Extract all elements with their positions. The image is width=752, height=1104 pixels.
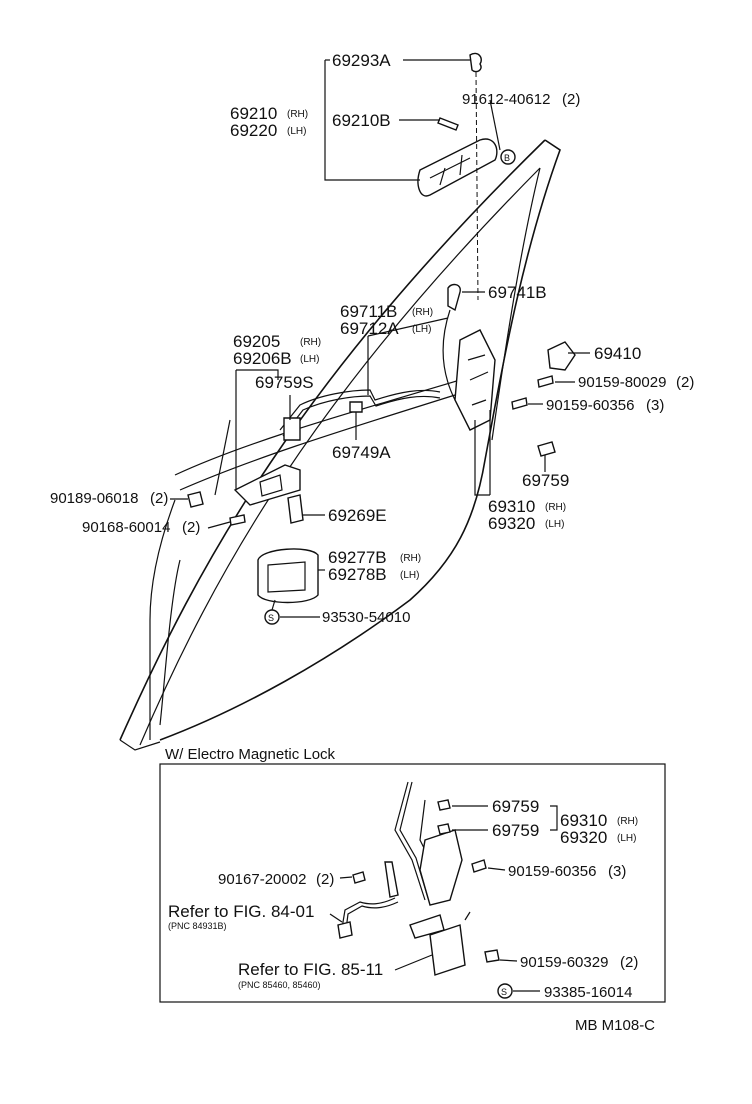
label-69711B: 69711B <box>340 302 397 321</box>
label-69310: 69310 <box>488 497 535 516</box>
label-69277B-rh: (RH) <box>400 553 421 564</box>
inset-label-90159-60329: 90159-60329 <box>520 954 608 971</box>
label-91612-40612: 91612-40612 <box>462 91 550 108</box>
label-69711B-rh: (RH) <box>412 307 433 318</box>
label-69712A: 69712A <box>340 319 399 338</box>
label-69320: 69320 <box>488 514 535 533</box>
label-69205: 69205 <box>233 332 280 351</box>
mark-S-inset: S <box>501 987 507 997</box>
label-69759: 69759 <box>522 471 569 490</box>
label-90168-qty: (2) <box>182 519 200 536</box>
label-69277B: 69277B <box>328 548 387 567</box>
label-90189-06018: 90189-06018 <box>50 490 138 507</box>
label-93530-54010: 93530-54010 <box>322 609 410 626</box>
label-69210: 69210 <box>230 104 277 123</box>
label-69310-rh: (RH) <box>545 502 566 513</box>
label-90159-60356: 90159-60356 <box>546 397 634 414</box>
label-69749A: 69749A <box>332 443 391 462</box>
inset-label-69320-lh: (LH) <box>617 833 636 844</box>
label-90159-80029-qty: (2) <box>676 374 694 391</box>
label-69278B-lh: (LH) <box>400 570 419 581</box>
label-69206B: 69206B <box>233 349 292 368</box>
label-69410: 69410 <box>594 344 641 363</box>
inset-title: W/ Electro Magnetic Lock <box>165 746 336 763</box>
inset-label-93385-16014: 93385-16014 <box>544 984 632 1001</box>
electro-magnetic-lock-inset: W/ Electro Magnetic Lock 69759 69759 693 <box>159 746 666 1003</box>
label-69210B: 69210B <box>332 111 391 130</box>
label-69759S: 69759S <box>255 373 314 392</box>
label-90189-qty: (2) <box>150 490 168 507</box>
label-69712A-lh: (LH) <box>412 324 431 335</box>
label-69293A: 69293A <box>332 51 391 70</box>
inset-label-69759-b: 69759 <box>492 821 539 840</box>
label-69741B: 69741B <box>488 283 547 302</box>
label-91612-qty: (2) <box>562 91 580 108</box>
inset-label-90159-60356-qty: (3) <box>608 863 626 880</box>
outside-handle-assembly <box>417 52 516 301</box>
inset-label-90167-20002: 90167-20002 <box>218 871 306 888</box>
inset-label-90167-qty: (2) <box>316 871 334 888</box>
mark-B: B <box>504 153 510 163</box>
leader-lines <box>170 59 590 618</box>
label-90159-80029: 90159-80029 <box>578 374 666 391</box>
inset-label-69320: 69320 <box>560 828 607 847</box>
inset-pnc-84931B: (PNC 84931B) <box>168 921 227 931</box>
inset-ref-fig-85-11: Refer to FIG. 85-11 <box>238 960 383 979</box>
inside-handle-assembly <box>187 464 319 625</box>
inset-label-69310: 69310 <box>560 811 607 830</box>
label-69210-rh: (RH) <box>287 109 308 120</box>
mark-S-main: S <box>268 613 274 623</box>
inset-ref-fig-84-01: Refer to FIG. 84-01 <box>168 902 314 921</box>
inset-label-90159-60329-qty: (2) <box>620 954 638 971</box>
label-69278B: 69278B <box>328 565 387 584</box>
figure-code: MB M108-C <box>575 1017 655 1034</box>
label-90159-60356-qty: (3) <box>646 397 664 414</box>
inset-pnc-85460: (PNC 85460, 85460) <box>238 980 321 990</box>
label-69269E: 69269E <box>328 506 387 525</box>
label-69220: 69220 <box>230 121 277 140</box>
inset-label-69310-rh: (RH) <box>617 816 638 827</box>
label-69205-rh: (RH) <box>300 337 321 348</box>
label-69220-lh: (LH) <box>287 126 306 137</box>
main-labels: 69293A 69210 (RH) 69220 (LH) 69210B 9161… <box>50 51 694 626</box>
label-90168-60014: 90168-60014 <box>82 519 170 536</box>
label-69206B-lh: (LH) <box>300 354 319 365</box>
inset-label-69759-a: 69759 <box>492 797 539 816</box>
inset-label-90159-60356: 90159-60356 <box>508 863 596 880</box>
label-69320-lh: (LH) <box>545 519 564 530</box>
